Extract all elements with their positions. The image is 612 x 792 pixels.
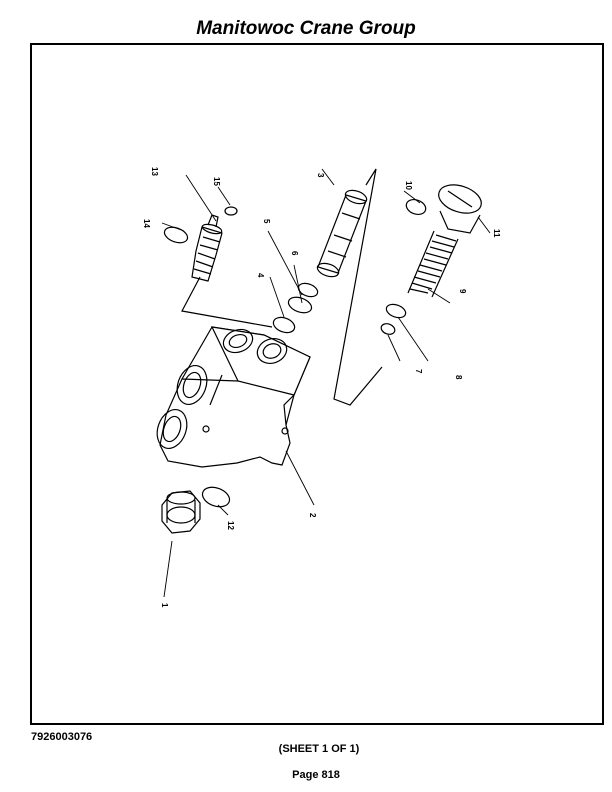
exploded-parts-diagram: 1 2 3 5 6 4 7 8 9 10 11 12 13 14 15 bbox=[142, 167, 501, 608]
spring-9 bbox=[407, 230, 459, 298]
sheet-indicator: (SHEET 1 OF 1) bbox=[278, 743, 360, 755]
callout-13: 13 bbox=[150, 167, 159, 176]
callout-9: 9 bbox=[458, 289, 467, 294]
o-ring-6a bbox=[287, 296, 313, 314]
diagram-frame: 1 2 3 5 6 4 7 8 9 10 11 12 13 14 15 bbox=[30, 43, 604, 725]
o-ring-12 bbox=[201, 486, 231, 508]
cartridge-13 bbox=[181, 214, 273, 328]
o-ring-15 bbox=[224, 206, 238, 216]
spool-3 bbox=[316, 168, 383, 406]
callout-8: 8 bbox=[454, 375, 463, 380]
callout-15: 15 bbox=[212, 177, 221, 186]
page-number: Page 818 bbox=[292, 769, 340, 781]
leader-lines bbox=[161, 168, 491, 598]
drawing-part-number: 7926003076 bbox=[31, 731, 93, 743]
o-ring-5 bbox=[297, 282, 319, 298]
callout-7: 7 bbox=[414, 369, 423, 374]
callout-14: 14 bbox=[142, 219, 151, 228]
callout-1: 1 bbox=[160, 603, 169, 608]
plug-fitting bbox=[161, 490, 201, 534]
callout-12: 12 bbox=[226, 521, 235, 530]
o-ring-14 bbox=[163, 226, 189, 244]
valve-body bbox=[156, 326, 311, 468]
callout-5: 5 bbox=[262, 219, 271, 224]
callout-3: 3 bbox=[316, 173, 325, 178]
o-ring-10 bbox=[405, 198, 427, 216]
callout-2: 2 bbox=[308, 513, 317, 518]
o-ring-7 bbox=[380, 323, 396, 335]
callout-4: 4 bbox=[256, 273, 265, 278]
o-ring-4 bbox=[272, 316, 296, 334]
callout-11: 11 bbox=[492, 229, 501, 238]
o-ring-8 bbox=[385, 303, 407, 319]
cap-11 bbox=[438, 184, 482, 234]
callout-6: 6 bbox=[290, 251, 299, 256]
callout-10: 10 bbox=[404, 181, 413, 190]
page-title: Manitowoc Crane Group bbox=[196, 18, 416, 39]
